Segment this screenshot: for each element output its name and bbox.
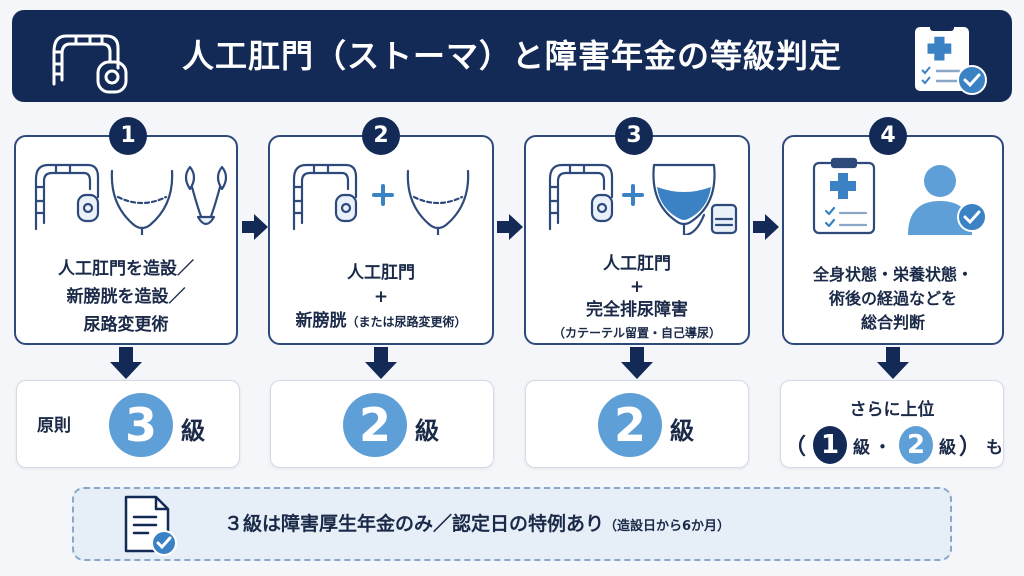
colon-plus-bladder-icon xyxy=(292,163,470,235)
step-3-box: 人工肛門 + 完全排尿障害 （カテーテル留置・自己導尿） xyxy=(524,135,750,345)
footer-note-bar: ３級は障害厚生年金のみ／認定日の特例あり（造設日から6か月） xyxy=(72,487,952,561)
step-1-line-1: 人工肛門を造設／ xyxy=(58,259,194,279)
result-4-grade-b: 2 xyxy=(899,426,933,464)
result-1-label: 級 xyxy=(181,417,205,445)
header-banner: 人工肛門（ストーマ）と障害年金の等級判定 xyxy=(12,10,1012,102)
medical-checklist-icon xyxy=(913,21,987,95)
result-4-open-paren: （ xyxy=(784,435,807,460)
step-2-box: 人工肛門 + 新膀胱（または尿路変更術） xyxy=(268,135,494,345)
step-4-line-2: 術後の経過などを xyxy=(828,289,957,308)
step-3-line-3: 完全排尿障害 xyxy=(586,300,688,320)
step-1-line-2: 新膀胱を造設／ xyxy=(66,287,186,307)
result-1-card: 原則 3 級 xyxy=(16,380,240,468)
result-4-dot: ・ xyxy=(874,437,891,458)
step-4-line-3: 総合判断 xyxy=(860,313,925,332)
result-4-suffix: も xyxy=(986,437,1003,458)
checklist-person-icon xyxy=(812,157,987,235)
result-3-grade: 2 xyxy=(598,393,662,457)
down-arrow-icon xyxy=(110,347,142,379)
step-3-line-2: + xyxy=(629,277,645,297)
step-arrow-icon xyxy=(753,214,779,240)
result-1-prefix: 原則 xyxy=(37,416,71,436)
step-3-number: 3 xyxy=(615,117,653,155)
step-2-line-3: 新膀胱 xyxy=(295,311,347,331)
result-4-label-b: 級 xyxy=(938,437,956,458)
footer-note: （造設日から6か月） xyxy=(604,519,731,534)
page-title: 人工肛門（ストーマ）と障害年金の等級判定 xyxy=(181,37,842,75)
step-1-number: 1 xyxy=(109,117,147,155)
step-3-note: （カテーテル留置・自己導尿） xyxy=(552,326,721,340)
step-1-box: 人工肛門を造設／ 新膀胱を造設／ 尿路変更術 xyxy=(14,135,238,345)
step-4-number: 4 xyxy=(869,117,907,155)
result-3-card: 2 級 xyxy=(525,380,749,468)
result-4-close-paren: ） xyxy=(958,435,981,460)
result-4-top: さらに上位 xyxy=(849,400,935,420)
down-arrow-icon xyxy=(365,347,397,379)
result-4-grade-a: 1 xyxy=(813,426,847,464)
step-4-line-1: 全身状態・栄養状態・ xyxy=(812,265,973,284)
step-2-note: （または尿路変更術） xyxy=(346,315,467,329)
intestine-stoma-icon xyxy=(52,34,128,94)
document-check-icon xyxy=(124,495,177,556)
step-3-line-1: 人工肛門 xyxy=(603,254,671,274)
down-arrow-icon xyxy=(621,347,653,379)
colon-plus-urine-bag-icon xyxy=(548,163,738,235)
result-2-card: 2 級 xyxy=(270,380,494,468)
step-4-box: 全身状態・栄養状態・ 術後の経過などを 総合判断 xyxy=(782,135,1004,345)
result-4-row: （ 1 級 ・ 2 級 ） も xyxy=(781,425,1003,465)
result-2-label: 級 xyxy=(415,417,439,445)
result-3-label: 級 xyxy=(670,417,694,445)
step-arrow-icon xyxy=(497,214,523,240)
result-4-card: さらに上位 （ 1 級 ・ 2 級 ） も xyxy=(780,380,1004,468)
down-arrow-icon xyxy=(877,347,909,379)
result-4-label-a: 級 xyxy=(853,437,870,458)
result-2-grade: 2 xyxy=(343,393,407,457)
step-arrow-icon xyxy=(242,214,268,240)
colon-bladder-kidney-icon xyxy=(34,163,228,235)
step-2-number: 2 xyxy=(362,117,400,155)
step-2-line-2: + xyxy=(373,287,389,307)
footer-text: ３級は障害厚生年金のみ／認定日の特例あり xyxy=(224,513,605,535)
step-1-line-3: 尿路変更術 xyxy=(83,315,169,335)
result-1-grade: 3 xyxy=(109,393,173,457)
step-2-line-1: 人工肛門 xyxy=(347,263,415,283)
